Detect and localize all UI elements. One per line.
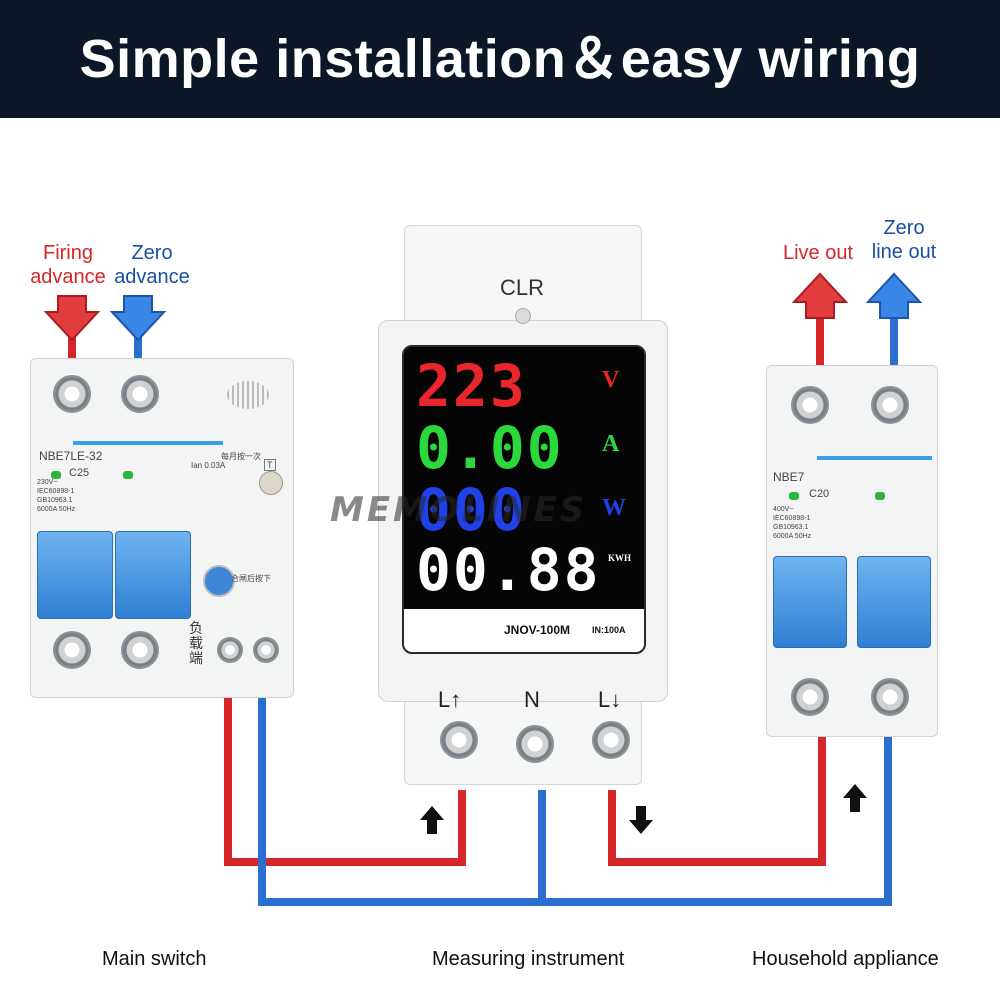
- household-breaker: NBE7 C20 400V~ IEC60898-1 GB10963.1 6000…: [766, 365, 938, 737]
- live-wire-in: [224, 690, 466, 866]
- monthly-note: 每月按一次: [221, 452, 261, 461]
- house-breaker-model: NBE7: [773, 470, 805, 484]
- reset-button[interactable]: [203, 565, 235, 597]
- screw-icon: [871, 386, 909, 424]
- test-button[interactable]: T: [264, 459, 276, 471]
- page-title: Simple installation＆easy wiring: [79, 29, 921, 89]
- current-reading: 0.00: [416, 414, 564, 482]
- caption-main-switch: Main switch: [102, 948, 207, 970]
- header-banner: [0, 0, 1000, 118]
- screw-icon: [121, 631, 159, 669]
- breaker-handle-right[interactable]: [857, 556, 931, 648]
- clr-button[interactable]: [515, 308, 531, 324]
- terminal-n-label: N: [524, 687, 540, 712]
- firing-advance-label: Firing advance: [28, 241, 108, 289]
- watermark: MEMOLINES: [330, 490, 588, 530]
- zero-arrow-icon: [109, 295, 167, 342]
- screw-icon: [121, 375, 159, 413]
- zero-line-out-label: Zero line out: [864, 216, 944, 264]
- house-breaker-gb: GB10963.1: [773, 524, 809, 531]
- live-out-label: Live out: [782, 242, 854, 264]
- screw-icon: [53, 631, 91, 669]
- terminal-screw-icon: [592, 721, 630, 759]
- blue-stripe: [817, 456, 932, 460]
- status-indicator: [51, 471, 61, 479]
- screw-icon: [791, 678, 829, 716]
- screw-icon: [791, 386, 829, 424]
- meter-rating: IN:100A: [592, 625, 626, 635]
- zero-out-line2: line out: [871, 241, 937, 263]
- measuring-instrument: CLR 223 V 0.00 A 000 W 00.88 KWH JNOV-10…: [378, 225, 668, 785]
- screw-icon: [253, 637, 279, 663]
- zero-advance-label: Zero advance: [112, 241, 192, 289]
- breaker-handle-right[interactable]: [115, 531, 191, 619]
- breaker-handle-left[interactable]: [37, 531, 113, 619]
- clr-label: CLR: [499, 275, 544, 300]
- meter-model: JNOV-100M: [504, 623, 571, 637]
- house-breaker-standard: IEC60898-1: [773, 515, 811, 522]
- energy-unit: KWH: [608, 553, 632, 563]
- leak-spec: Ian 0.03A: [191, 461, 226, 470]
- firing-label-line2: advance: [30, 266, 106, 288]
- display-footer: [404, 609, 644, 652]
- zero-out-line1: Zero: [883, 217, 925, 239]
- power-reading: 000: [416, 476, 527, 544]
- screw-icon: [53, 375, 91, 413]
- test-knob[interactable]: [259, 471, 283, 495]
- main-breaker-gb: GB10963.1: [37, 497, 73, 504]
- screw-icon: [217, 637, 243, 663]
- breaker-handle-left[interactable]: [773, 556, 847, 648]
- zero-label-line2: advance: [114, 266, 190, 288]
- down-arrow-icon: [629, 806, 653, 834]
- up-arrow-icon: [420, 806, 444, 834]
- main-breaker-rating: C25: [69, 467, 90, 479]
- house-breaker-spec: 400V~: [773, 506, 794, 513]
- terminal-screw-icon: [516, 725, 554, 763]
- current-unit: A: [602, 431, 620, 457]
- terminal-screw-icon: [440, 721, 478, 759]
- house-breaker-capacity: 6000A 50Hz: [773, 533, 812, 540]
- energy-reading: 00.88: [416, 536, 601, 604]
- up-arrow-icon: [843, 784, 867, 812]
- zero-label-line1: Zero: [131, 242, 173, 264]
- voltage-reading: 223: [416, 352, 527, 420]
- terminal-l-in-label: L↑: [438, 687, 462, 712]
- vent-grille: [227, 381, 269, 409]
- status-indicator: [789, 492, 799, 500]
- neutral-wire: [258, 690, 892, 906]
- status-indicator: [875, 492, 885, 500]
- caption-measuring-instrument: Measuring instrument: [432, 948, 625, 970]
- power-unit: W: [602, 495, 626, 521]
- screw-icon: [871, 678, 909, 716]
- main-breaker-standard: IEC60898-1: [37, 488, 75, 495]
- status-indicator: [123, 471, 133, 479]
- main-switch-breaker: NBE7LE-32 C25 230V~ IEC60898-1 GB10963.1…: [30, 358, 294, 698]
- terminal-l-out-label: L↓: [598, 687, 622, 712]
- meter-display: 223 V 0.00 A 000 W 00.88 KWH JNOV-100M I…: [402, 345, 646, 654]
- zero-out-arrow-icon: [865, 272, 923, 319]
- main-breaker-capacity: 6000A 50Hz: [37, 506, 76, 513]
- caption-household-appliance: Household appliance: [752, 948, 939, 970]
- load-end-label: 负载端: [189, 620, 203, 666]
- press-note: 合闸后按下: [231, 574, 271, 583]
- live-out-arrow-icon: [791, 272, 849, 319]
- house-breaker-rating: C20: [809, 488, 830, 500]
- voltage-unit: V: [602, 367, 620, 393]
- blue-stripe: [73, 441, 223, 445]
- main-breaker-model: NBE7LE-32: [39, 449, 103, 463]
- main-breaker-spec: 230V~: [37, 479, 58, 486]
- firing-arrow-icon: [43, 295, 101, 342]
- firing-label-line1: Firing: [42, 242, 93, 264]
- live-wire-out: [608, 735, 826, 866]
